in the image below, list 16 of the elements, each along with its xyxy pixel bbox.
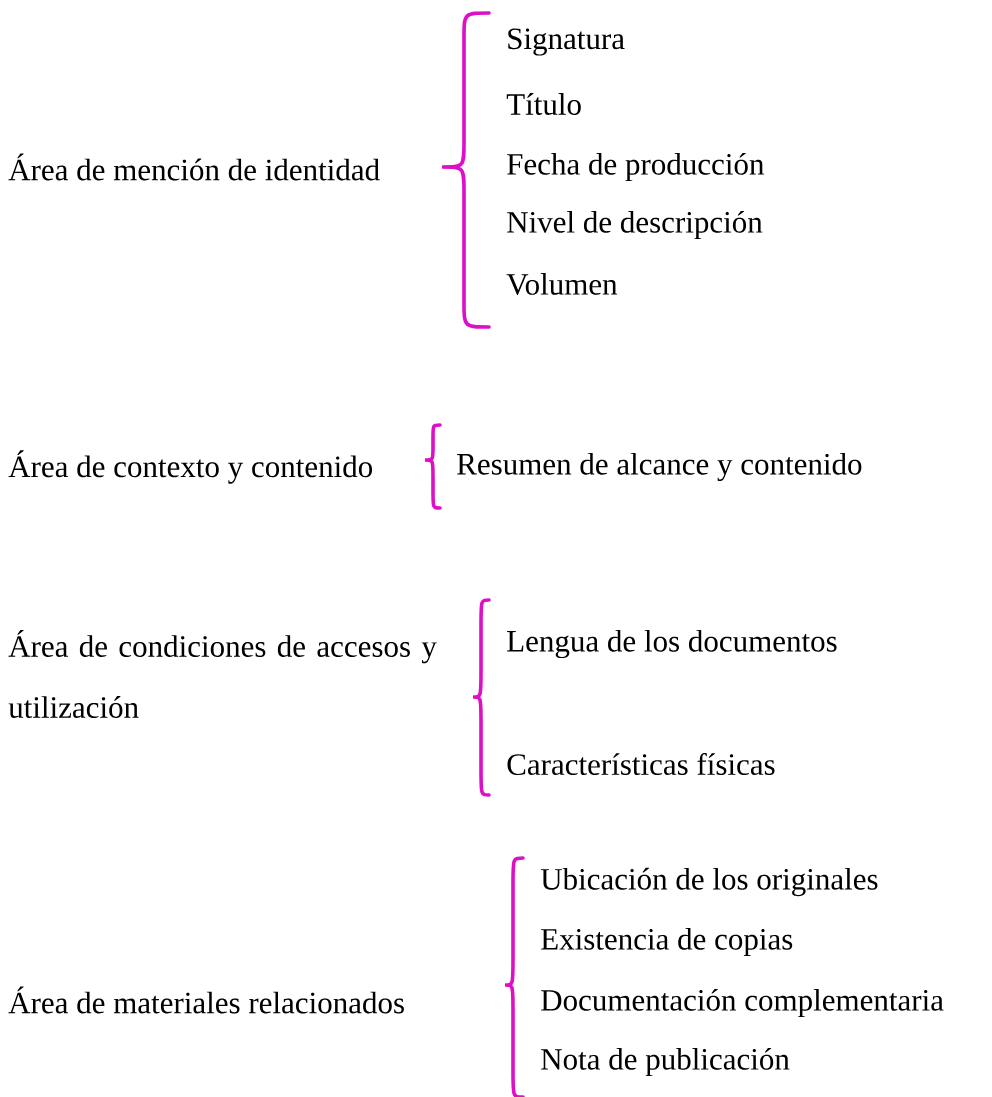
area-heading: Área de condiciones de accesos y utilización: [8, 630, 437, 718]
list-item: Características físicas: [507, 752, 775, 776]
area-heading: Área de mención de identidad: [8, 153, 380, 181]
list-item: Volumen: [506, 273, 618, 295]
list-item: Nivel de descripción: [507, 210, 763, 240]
list-item: Nota de publicación: [541, 1047, 790, 1077]
list-item: Título: [506, 93, 581, 115]
list-item: Resumen de alcance y contenido: [457, 452, 862, 482]
list-item: Documentación complementaria: [541, 988, 944, 1018]
list-item: Ubicación de los originales: [540, 867, 878, 897]
area-heading: Área de materiales relacionados: [8, 986, 404, 1014]
area-heading: Área de contexto y contenido: [8, 450, 373, 484]
list-item: Existencia de copias: [541, 927, 793, 957]
list-item: Fecha de producción: [507, 152, 764, 182]
list-item: Signatura: [508, 28, 625, 56]
list-item: Lengua de los documentos: [507, 629, 837, 659]
